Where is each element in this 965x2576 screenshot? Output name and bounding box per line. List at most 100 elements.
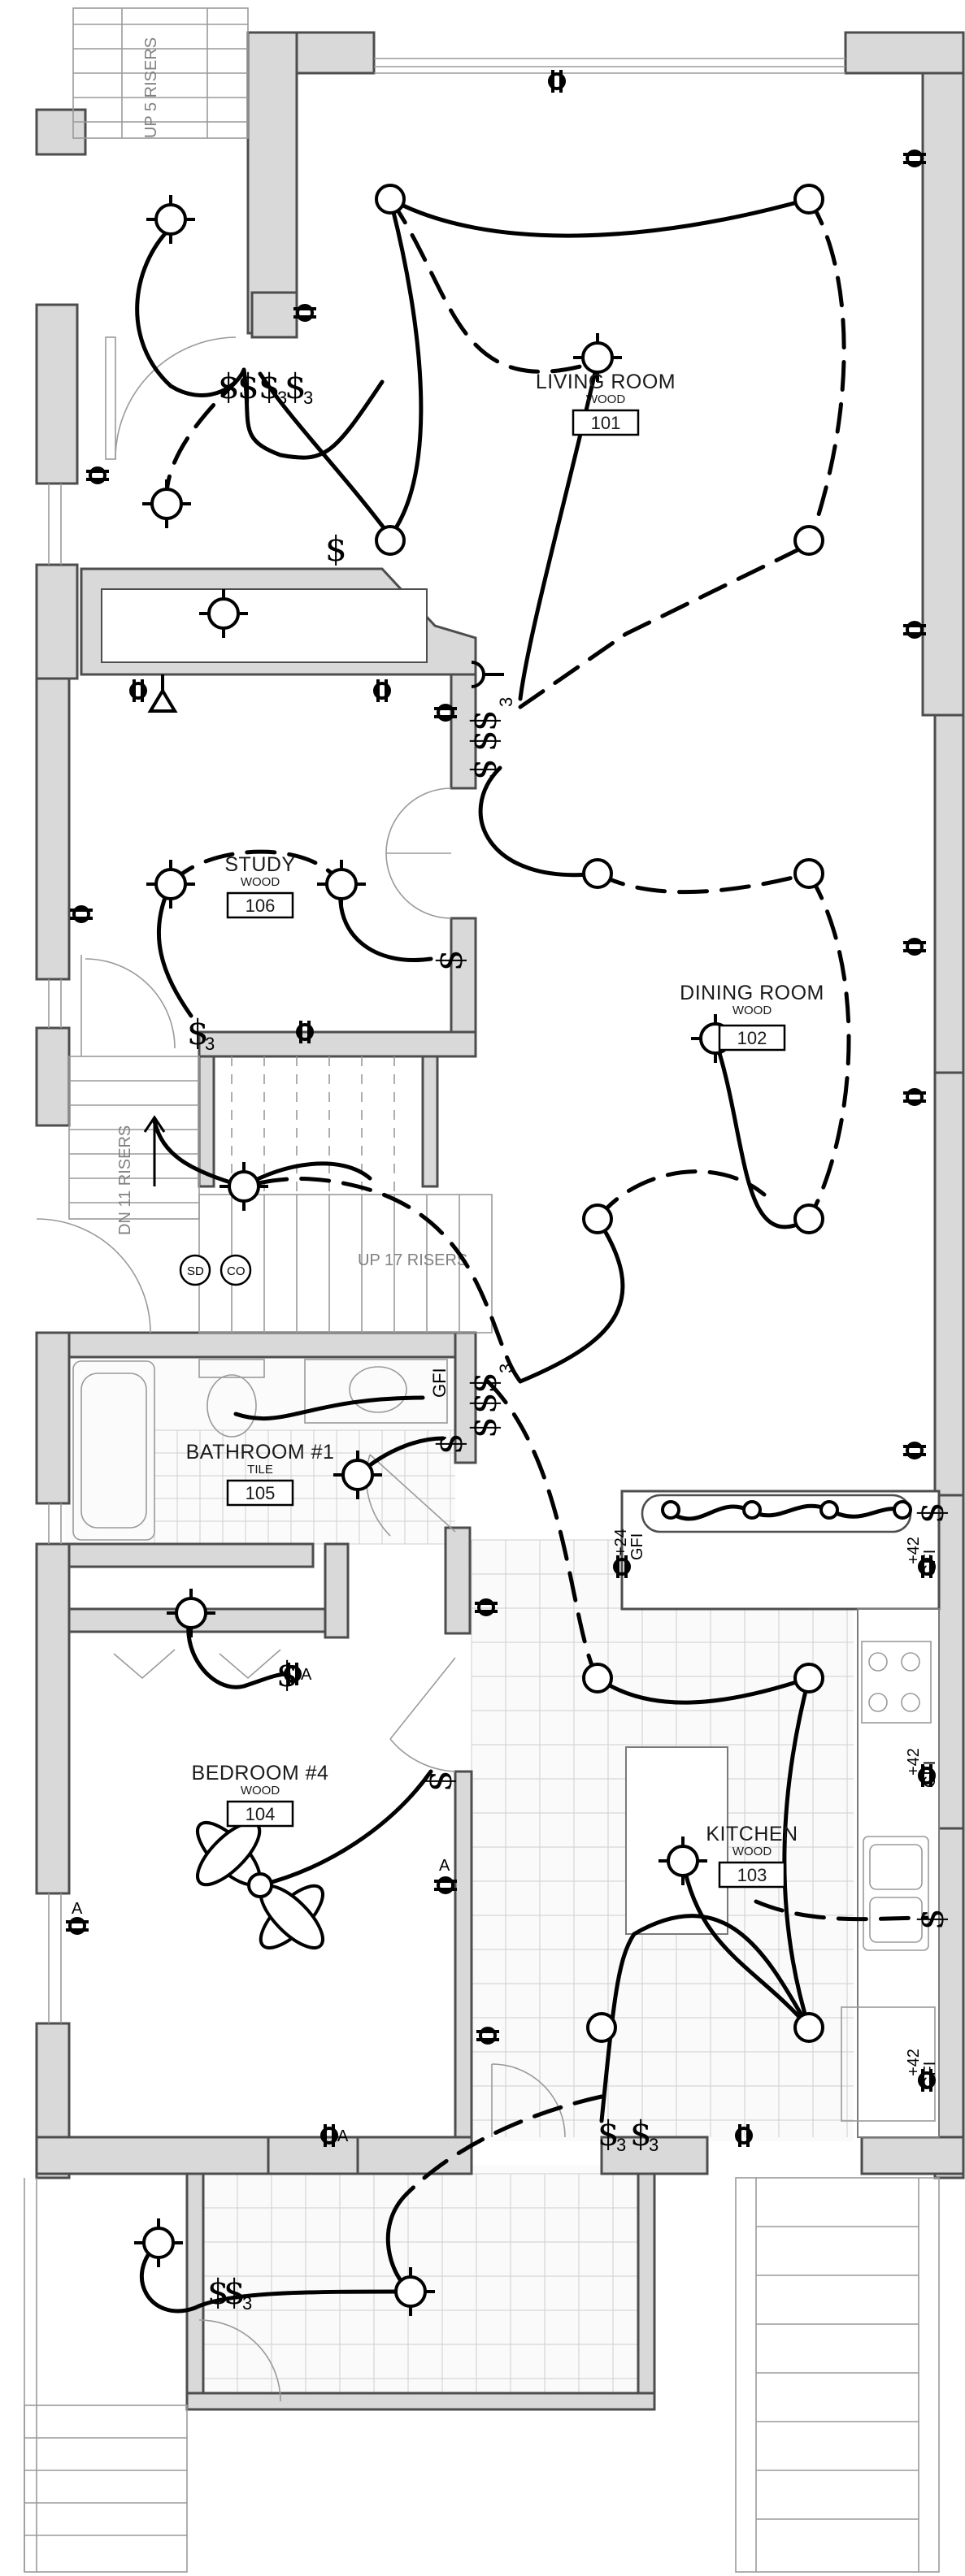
switch-icon: $ — [430, 1433, 470, 1455]
ceiling-light-icon — [199, 589, 248, 638]
triangle-data-icon — [147, 674, 178, 713]
room-tag-kitchen: KITCHEN WOOD 103 — [706, 1823, 798, 1889]
room-finish: WOOD — [241, 1784, 280, 1798]
recessed-light-icon — [586, 2012, 617, 2043]
recessed-light-icon — [793, 184, 824, 215]
gfi-label: GFI — [921, 2062, 939, 2088]
duplex-outlet-icon — [66, 1917, 89, 1935]
plus42-label: +42 — [905, 2049, 923, 2076]
room-tag-dining: DINING ROOM WOOD 102 — [680, 982, 824, 1052]
room-tag-living: LIVING ROOM WOOD 101 — [536, 371, 676, 436]
duplex-outlet-icon — [86, 466, 109, 484]
light-fixtures — [134, 184, 912, 2316]
duplex-outlet-icon — [903, 150, 926, 167]
switch-icon: $ — [464, 730, 504, 752]
recessed-light-icon — [582, 1203, 613, 1234]
recessed-light-icon — [375, 525, 406, 556]
room-name: DINING ROOM — [680, 982, 824, 1004]
duplex-outlet-icon — [918, 1764, 936, 1787]
recessed-light-icon — [793, 2012, 824, 2043]
gfi-label: GFI — [429, 1368, 450, 1398]
three-way-label: 3 — [649, 2135, 659, 2155]
switch-icon: $ — [218, 366, 240, 406]
recessed-light-icon — [793, 858, 824, 889]
a-label: A — [337, 2127, 349, 2145]
recessed-light-icon — [582, 1663, 613, 1693]
plus24-label: +24 — [612, 1529, 630, 1556]
ceiling-light-icon — [142, 479, 191, 528]
switch-icon: $ — [224, 2272, 246, 2312]
wiring — [135, 197, 929, 2314]
duplex-outlet-icon — [475, 1598, 498, 1616]
ceiling-light-icon — [220, 1162, 268, 1211]
smoke-detector-icon: SD — [179, 1254, 211, 1286]
switch-icon: $ — [911, 1502, 951, 1524]
a-label: A — [301, 1666, 312, 1684]
co-detector-label: CO — [227, 1264, 246, 1278]
switch-icon: $ — [325, 529, 347, 569]
ceiling-fan-icon — [196, 1821, 324, 1949]
duplex-outlet-icon — [373, 679, 391, 702]
switch-icon: $ — [464, 1372, 504, 1394]
three-way-label: 3 — [303, 388, 313, 408]
duplex-outlet-icon — [293, 304, 316, 322]
switch-icon: $ — [259, 366, 280, 406]
stair-label-up5: UP 5 RISERS — [142, 37, 160, 138]
ceiling-light-icon — [134, 2218, 183, 2267]
ceiling-light-icon — [317, 860, 366, 909]
room-number: 104 — [246, 1804, 276, 1824]
gfi-label: GFI — [921, 1761, 939, 1788]
room-finish: TILE — [247, 1463, 273, 1477]
co-detector-icon: CO — [220, 1254, 252, 1286]
duplex-outlet-icon — [320, 2124, 338, 2147]
switch-icon: $ — [285, 366, 306, 406]
room-tag-study: STUDY WOOD 106 — [224, 853, 295, 919]
switch-icon: $ — [430, 949, 470, 971]
switch-icon: $ — [207, 2272, 229, 2312]
room-name: STUDY — [224, 853, 295, 876]
stair-label-up17: UP 17 RISERS — [358, 1251, 467, 1269]
ceiling-light-icon — [386, 2267, 435, 2316]
a-label: A — [439, 1857, 450, 1875]
switches: $ $ $ 3 $ 3 $ $ $ $ 3 $ 3 $ $ $ $ 3 $ GF… — [187, 366, 951, 2314]
switch-icon: $ — [187, 1013, 209, 1052]
duplex-outlet-icon — [476, 2027, 499, 2045]
a-label: A — [72, 1900, 83, 1918]
duplex-outlet-icon — [129, 679, 147, 702]
ceiling-light-icon — [167, 1589, 215, 1637]
room-name: BEDROOM #4 — [192, 1762, 329, 1785]
room-tag-bedroom: BEDROOM #4 WOOD 104 — [192, 1762, 329, 1828]
switch-icon: $ — [630, 2114, 652, 2153]
ceiling-light-icon — [659, 1837, 707, 1885]
duplex-outlet-icon — [903, 621, 926, 639]
room-name: LIVING ROOM — [536, 371, 676, 393]
duplex-outlet-icon — [735, 2124, 753, 2147]
room-name: BATHROOM #1 — [186, 1441, 335, 1464]
ceiling-light-icon — [333, 1451, 382, 1499]
plus42-label: +42 — [905, 1537, 923, 1564]
room-number: 106 — [246, 896, 276, 916]
room-number: 103 — [737, 1865, 767, 1885]
room-finish: WOOD — [732, 1004, 772, 1017]
three-way-label: 3 — [242, 2293, 252, 2314]
room-number: 101 — [591, 413, 621, 433]
room-finish: WOOD — [241, 875, 280, 889]
recessed-light-icon — [793, 525, 824, 556]
receptacles — [66, 70, 936, 2147]
pendant-light-icon — [819, 1500, 839, 1520]
recessed-light-icon — [793, 1663, 824, 1693]
duplex-outlet-icon — [903, 1088, 926, 1106]
duplex-outlet-icon — [284, 1663, 302, 1685]
duplex-outlet-icon — [918, 2069, 936, 2092]
room-tag-bathroom: BATHROOM #1 TILE 105 — [186, 1441, 335, 1507]
gfi-label: GFI — [921, 1550, 939, 1576]
gfi-label: GFI — [628, 1533, 646, 1560]
room-finish: WOOD — [732, 1845, 772, 1858]
ceiling-light-icon — [573, 333, 622, 382]
room-finish: WOOD — [586, 392, 625, 406]
plus42-label: +42 — [905, 1748, 923, 1776]
duplex-outlet-icon — [613, 1555, 631, 1578]
three-way-label: 3 — [205, 1034, 215, 1054]
smoke-detector-label: SD — [187, 1264, 204, 1278]
